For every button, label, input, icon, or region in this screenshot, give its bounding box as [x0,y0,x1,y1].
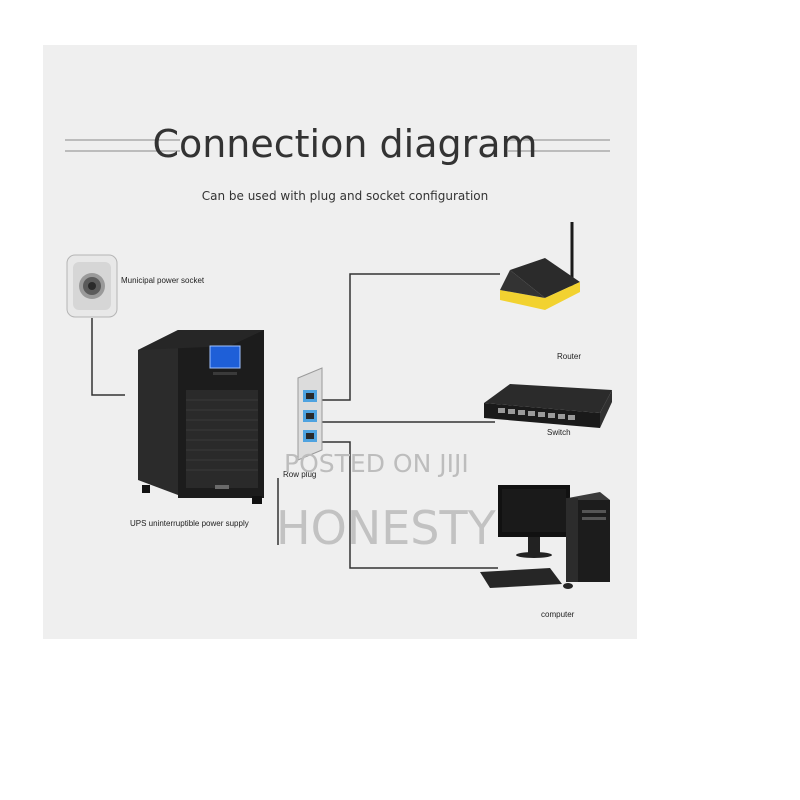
wire-rowplug-to-router [320,273,500,401]
label-computer: computer [541,610,575,619]
switch-icon [484,384,612,428]
row-plug-icon [297,367,323,461]
watermark-honesty: HONESTY [276,501,496,555]
label-row-plug: Row plug [283,470,317,479]
ups-icon [138,330,264,504]
diagram-subtitle: Can be used with plug and socket configu… [201,189,489,203]
connection-wires [91,273,500,569]
wire-rowplug-to-computer [320,441,498,569]
router-icon [500,222,580,310]
computer-icon [480,485,610,589]
wire-socket-to-ups [91,318,125,396]
label-municipal-power-socket: Municipal power socket [121,276,205,285]
label-ups: UPS uninterruptible power supply [130,519,249,528]
power-socket-icon [66,254,118,318]
label-router: Router [557,352,582,361]
title-rules [65,139,610,152]
watermark-posted-on-jiji: POSTED ON JIJI [284,449,469,478]
label-switch: Switch [547,428,571,437]
diagram-title: Connection diagram [152,122,538,166]
